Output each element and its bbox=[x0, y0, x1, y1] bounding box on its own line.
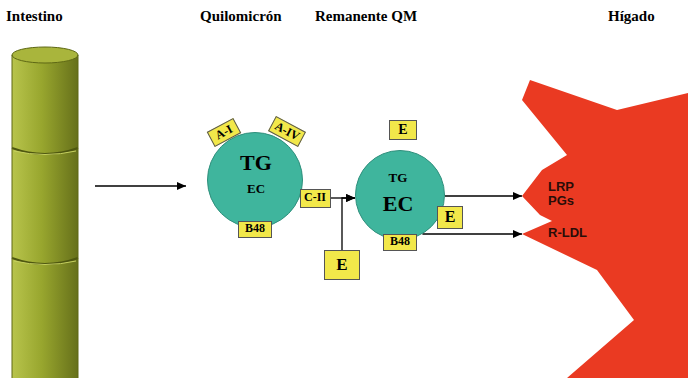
apolipoprotein-label: E bbox=[336, 256, 347, 275]
lipid-label: TG bbox=[389, 171, 408, 185]
transfer-arrow bbox=[445, 195, 522, 196]
chylomicron-particle: TG EC bbox=[207, 132, 303, 228]
column-heading: Quilomicrón bbox=[200, 8, 282, 25]
apolipoprotein-box: E bbox=[389, 120, 417, 140]
apolipoprotein-label: C-II bbox=[304, 191, 326, 204]
liver-fill bbox=[522, 80, 688, 378]
column-heading: Hígado bbox=[608, 8, 655, 25]
apolipoprotein-box: B48 bbox=[383, 234, 417, 251]
apolipoprotein-label: E bbox=[398, 122, 407, 137]
apolipoprotein-box: B48 bbox=[238, 221, 272, 238]
apolipoprotein-box: C-II bbox=[300, 189, 331, 208]
column-heading: Intestino bbox=[6, 8, 63, 25]
intestine-cylinder bbox=[12, 47, 78, 378]
apolipoprotein-label: B48 bbox=[245, 222, 265, 235]
transfer-arrow bbox=[422, 233, 522, 234]
receptor-label: R-LDL bbox=[548, 226, 587, 240]
column-heading: Remanente QM bbox=[315, 8, 417, 25]
apolipoprotein-label: E bbox=[445, 208, 456, 226]
absorption-arrow bbox=[95, 185, 186, 186]
lipid-label: EC bbox=[383, 192, 414, 216]
lipid-label: TG bbox=[240, 151, 272, 175]
apolipoprotein-label: B48 bbox=[390, 235, 410, 248]
apolipoprotein-box: E bbox=[324, 250, 360, 280]
liver-outline bbox=[522, 75, 688, 378]
remnant-particle: TG EC bbox=[355, 150, 445, 240]
receptor-label: LRP PGs bbox=[548, 180, 588, 209]
lipid-label: EC bbox=[247, 182, 265, 196]
apolipoprotein-box: E bbox=[437, 206, 463, 229]
transfer-arrow bbox=[342, 198, 355, 250]
liver-shape: LRP PGsR-LDL bbox=[522, 75, 688, 378]
